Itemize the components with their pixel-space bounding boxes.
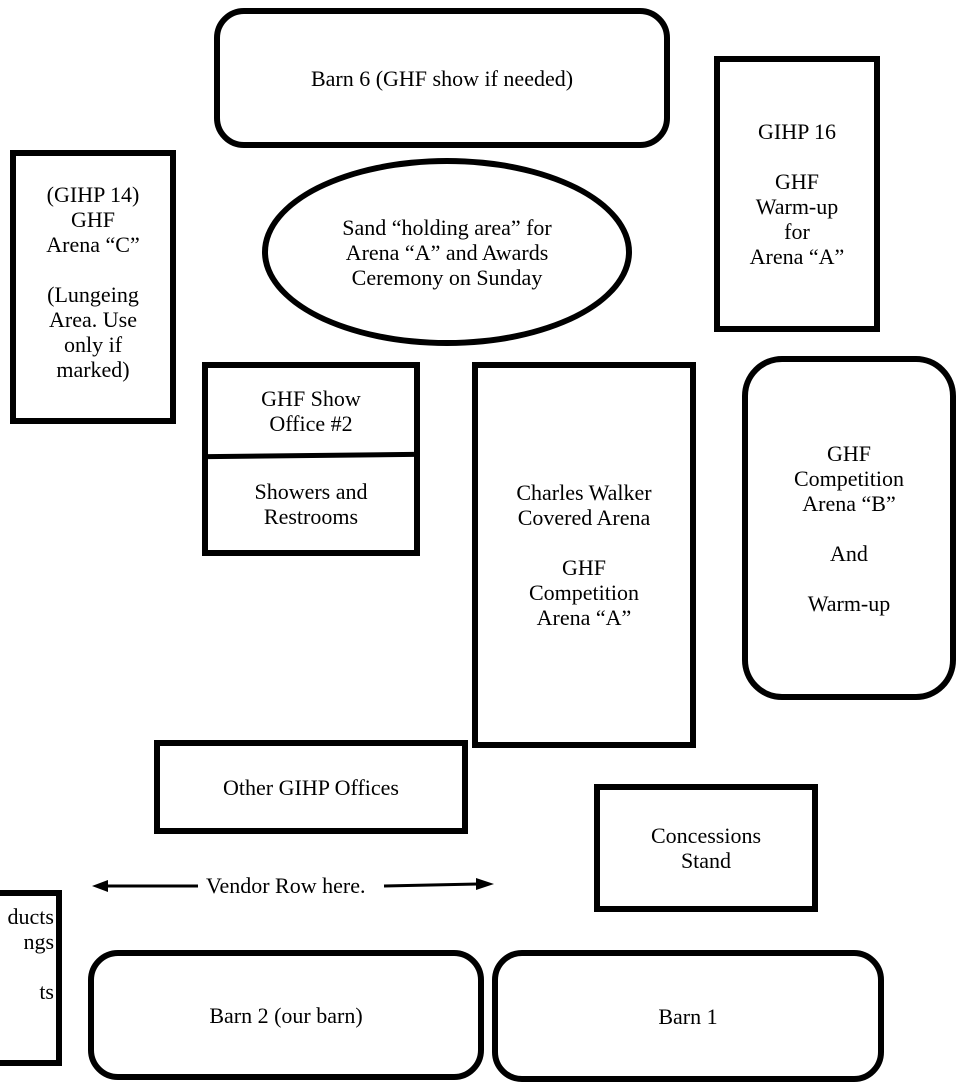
charles-line-5: Arena “A” bbox=[536, 605, 632, 630]
charles-line-3: GHF bbox=[561, 555, 606, 580]
barn-1: Barn 1 bbox=[492, 950, 884, 1082]
showers-restrooms: Showers and Restrooms bbox=[254, 458, 367, 550]
gihp-14-arena-c: (GIHP 14) GHF Arena “C” (Lungeing Area. … bbox=[10, 150, 176, 424]
charles-line-1: Charles Walker bbox=[516, 480, 652, 505]
vendor-row-label: Vendor Row here. bbox=[206, 873, 366, 898]
right-arrow-shaft bbox=[383, 882, 479, 888]
gihp-14-note-4: marked) bbox=[56, 357, 130, 382]
charles-walker-covered-arena: Charles Walker Covered Arena GHF Competi… bbox=[472, 362, 696, 748]
barn-2-label: Barn 2 (our barn) bbox=[209, 1002, 363, 1028]
show-office-2-line-1: GHF Show bbox=[261, 385, 361, 411]
show-office-2: GHF Show Office #2 bbox=[261, 368, 361, 453]
gihp-14-note-1: (Lungeing bbox=[47, 282, 139, 307]
gihp-16-line-ghf: GHF bbox=[774, 169, 819, 194]
right-arrowhead-icon bbox=[476, 878, 494, 890]
vendor-row: Vendor Row here. bbox=[92, 870, 502, 902]
charles-line-4: Competition bbox=[529, 580, 639, 605]
left-partial-line-1: ducts bbox=[7, 904, 54, 929]
left-partial-line-3: ts bbox=[39, 979, 54, 1004]
barn-6-label: Barn 6 (GHF show if needed) bbox=[310, 65, 574, 91]
concessions-stand: Concessions Stand bbox=[594, 784, 818, 912]
showers-line-1: Showers and bbox=[254, 479, 368, 504]
gihp-14-line-arena: Arena “C” bbox=[46, 232, 140, 257]
gihp-16-title: GIHP 16 bbox=[757, 119, 837, 144]
showers-line-2: Restrooms bbox=[263, 504, 359, 529]
arena-b-line-1: GHF bbox=[826, 440, 871, 466]
arena-b-line-3: Arena “B” bbox=[802, 490, 896, 516]
gihp-14-note-3: only if bbox=[63, 332, 123, 357]
show-office-2-block: GHF Show Office #2 Showers and Restrooms bbox=[202, 362, 420, 556]
vendor-row-arrows-icon bbox=[92, 878, 494, 892]
sand-holding-area: Sand “holding area” for Arena “A” and Aw… bbox=[262, 158, 632, 346]
sand-area-line-2: Arena “A” and Awards bbox=[345, 239, 549, 265]
gihp-14-note-2: Area. Use bbox=[49, 307, 137, 332]
sand-area-line-3: Ceremony on Sunday bbox=[351, 264, 543, 290]
gihp-14-line-ghf: GHF bbox=[70, 207, 115, 232]
barn-2: Barn 2 (our barn) bbox=[88, 950, 484, 1080]
gihp-16-line-arena: Arena “A” bbox=[749, 244, 845, 269]
other-offices-label: Other GIHP Offices bbox=[223, 774, 399, 800]
office-divider bbox=[207, 451, 415, 460]
concessions-line-2: Stand bbox=[680, 848, 732, 873]
other-gihp-offices: Other GIHP Offices bbox=[154, 740, 468, 834]
arena-b-line-2: Competition bbox=[794, 465, 904, 491]
arena-b-line-4: And bbox=[830, 540, 868, 566]
left-arrowhead-icon bbox=[92, 880, 108, 892]
gihp-16-line-for: for bbox=[784, 219, 810, 244]
barn-1-label: Barn 1 bbox=[658, 1003, 718, 1029]
arena-b-line-5: Warm-up bbox=[807, 590, 891, 616]
sand-area-line-1: Sand “holding area” for bbox=[342, 214, 552, 240]
gihp-16-line-warmup: Warm-up bbox=[755, 194, 839, 219]
gihp-16-warmup-area: GIHP 16 GHF Warm-up for Arena “A” bbox=[714, 56, 880, 332]
gihp-14-title: (GIHP 14) bbox=[46, 182, 140, 207]
competition-arena-b: GHF Competition Arena “B” And Warm-up bbox=[742, 356, 956, 700]
left-partial-line-2: ngs bbox=[23, 929, 54, 954]
barn-6: Barn 6 (GHF show if needed) bbox=[214, 8, 670, 148]
charles-line-2: Covered Arena bbox=[517, 505, 651, 530]
show-office-2-line-2: Office #2 bbox=[269, 410, 353, 436]
left-partial-box: ducts ngs ts bbox=[0, 890, 62, 1066]
concessions-line-1: Concessions bbox=[651, 823, 761, 848]
